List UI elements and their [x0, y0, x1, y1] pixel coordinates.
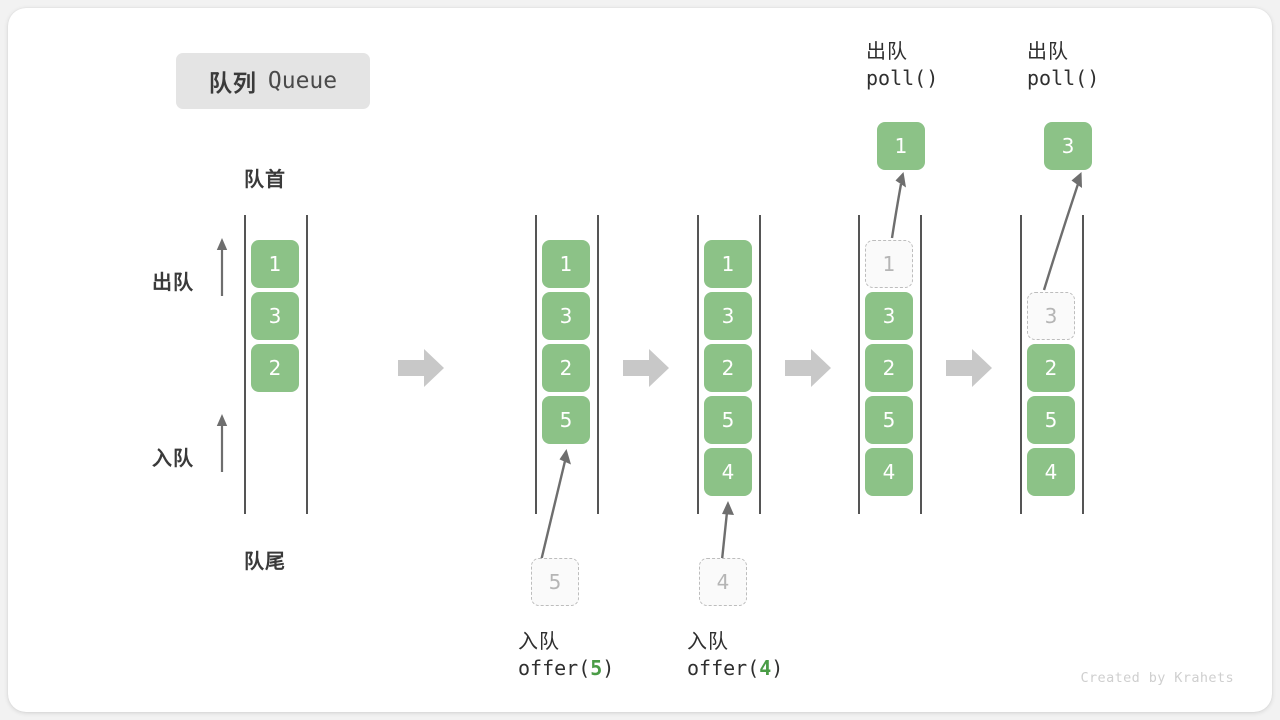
- col-3-slot-0: 1: [704, 240, 752, 288]
- col-4-rail-left: [858, 215, 860, 514]
- poll-1-label-line1: 出队: [866, 39, 908, 63]
- poll-2-popped-box: 3: [1044, 122, 1092, 170]
- col-4-rail-right: [920, 215, 922, 514]
- step-arrow-4-icon: [946, 348, 992, 388]
- enqueue-direction-arrow-icon: [214, 412, 230, 474]
- col-1-slot-2: 2: [251, 344, 299, 392]
- offer-5-label: 入队 offer(5): [518, 628, 614, 682]
- offer-4-label-line2: offer(4): [687, 655, 783, 682]
- col-4-slot-2: 2: [865, 344, 913, 392]
- offer-4-fn-open: offer(: [687, 655, 760, 680]
- offer-5-ghost-box: 5: [531, 558, 579, 606]
- poll-2-label-line1: 出队: [1027, 39, 1069, 63]
- col-2-rail-right: [597, 215, 599, 514]
- col-5-slot-2: 2: [1027, 344, 1075, 392]
- step-arrow-1-icon: [398, 348, 444, 388]
- queue-head-label: 队首: [244, 167, 286, 191]
- col-3-slot-4: 4: [704, 448, 752, 496]
- col-5-slot-3: 5: [1027, 396, 1075, 444]
- col-3-rail-right: [759, 215, 761, 514]
- poll-1-label: 出队 poll(): [866, 38, 938, 92]
- step-arrow-3-icon: [785, 348, 831, 388]
- col-4-slot-0: 1: [865, 240, 913, 288]
- col-1-rail-right: [306, 215, 308, 514]
- col-1-slot-0: 1: [251, 240, 299, 288]
- diagram-title-cjk: 队列: [208, 71, 257, 97]
- poll-1-label-line2: poll(): [866, 65, 939, 90]
- dequeue-direction-arrow-icon: [214, 236, 230, 298]
- col-2-slot-1: 3: [542, 292, 590, 340]
- col-2-rail-left: [535, 215, 537, 514]
- offer-4-label: 入队 offer(4): [687, 628, 783, 682]
- col-2-slot-3: 5: [542, 396, 590, 444]
- offer-4-arrow-icon: [706, 498, 756, 562]
- poll-1-arrow-icon: [870, 168, 920, 240]
- offer-4-fn-arg: 4: [759, 655, 772, 680]
- col-5-slot-4: 4: [1027, 448, 1075, 496]
- credit-watermark: Created by Krahets: [1080, 670, 1234, 686]
- poll-2-arrow-icon: [1030, 168, 1100, 292]
- poll-2-label-line2: poll(): [1027, 65, 1100, 90]
- col-1-rail-left: [244, 215, 246, 514]
- col-5-rail-right: [1082, 215, 1084, 514]
- col-3-slot-1: 3: [704, 292, 752, 340]
- col-3-slot-3: 5: [704, 396, 752, 444]
- col-4-slot-3: 5: [865, 396, 913, 444]
- col-4-slot-4: 4: [865, 448, 913, 496]
- queue-tail-label: 队尾: [244, 549, 286, 573]
- offer-4-label-line1: 入队: [687, 629, 729, 653]
- col-3-slot-2: 2: [704, 344, 752, 392]
- diagram-card: 队列 Queue 队首 队尾 出队 入队 1 3 2: [8, 8, 1272, 712]
- offer-4-fn-close: ): [771, 655, 784, 680]
- offer-5-fn-arg: 5: [590, 655, 603, 680]
- offer-5-label-line2: offer(5): [518, 655, 614, 682]
- diagram-title-badge: 队列 Queue: [176, 53, 370, 109]
- offer-5-label-line1: 入队: [518, 629, 560, 653]
- poll-2-label: 出队 poll(): [1027, 38, 1099, 92]
- offer-4-ghost-box: 4: [699, 558, 747, 606]
- col-5-rail-left: [1020, 215, 1022, 514]
- offer-5-fn-open: offer(: [518, 655, 591, 680]
- side-label-dequeue: 出队: [152, 270, 194, 294]
- side-label-enqueue: 入队: [152, 446, 194, 470]
- step-arrow-2-icon: [623, 348, 669, 388]
- col-2-slot-2: 2: [542, 344, 590, 392]
- col-3-rail-left: [697, 215, 699, 514]
- col-5-slot-1: 3: [1027, 292, 1075, 340]
- offer-5-arrow-icon: [528, 445, 588, 563]
- poll-1-popped-box: 1: [877, 122, 925, 170]
- offer-5-fn-close: ): [602, 655, 615, 680]
- col-1-slot-1: 3: [251, 292, 299, 340]
- col-4-slot-1: 3: [865, 292, 913, 340]
- col-2-slot-0: 1: [542, 240, 590, 288]
- diagram-title-latin: Queue: [267, 68, 338, 94]
